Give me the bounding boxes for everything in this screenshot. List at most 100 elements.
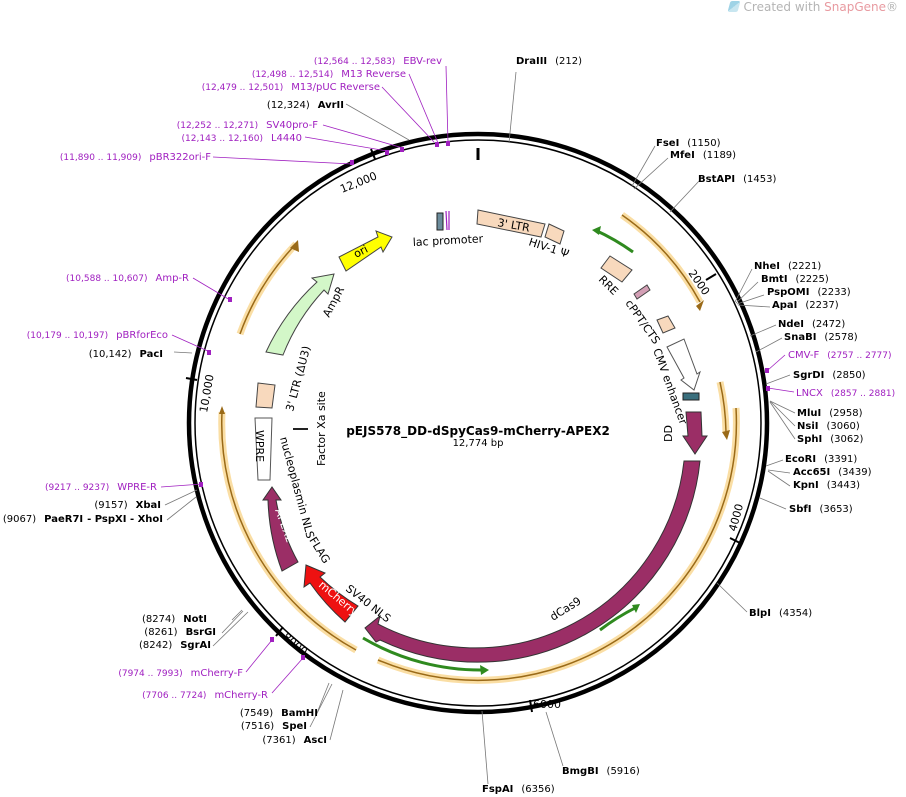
outer-arc-dd-region bbox=[620, 212, 704, 304]
tick-6000 bbox=[529, 699, 533, 713]
primer-wpre-r: (9217 .. 9237)WPRE-R bbox=[45, 482, 157, 493]
tick-12000 bbox=[370, 148, 376, 160]
green-arc-top bbox=[594, 228, 634, 254]
site-paer7i: (9067)PaeR7I- PspXI - XhoI bbox=[3, 514, 163, 525]
arc-arrowhead-1 bbox=[696, 300, 704, 311]
feature-rre: RRE bbox=[596, 255, 633, 298]
feature-dcas9: dCas9 bbox=[364, 460, 701, 663]
inner-green-arcs bbox=[362, 226, 640, 675]
site-acc65i: Acc65I(3439) bbox=[793, 467, 872, 478]
feature-flag-label: FLAG bbox=[306, 535, 332, 566]
site-kpni: KpnI(3443) bbox=[793, 480, 860, 491]
feature-ori: ori bbox=[338, 230, 393, 272]
watermark-prefix: Created with bbox=[743, 0, 825, 14]
primer-l4440: (12,143 .. 12,160)L4440 bbox=[182, 133, 302, 144]
primer-mcherry-f: (7974 .. 7993)mCherry-F bbox=[118, 668, 243, 679]
site-ndei: NdeI(2472) bbox=[778, 319, 845, 330]
feature-factor-xa: Factor Xa site bbox=[293, 391, 328, 466]
site-nsii: NsiI(3060) bbox=[797, 421, 860, 432]
feature-apex2: APEX2 bbox=[262, 486, 299, 572]
label-cppt: cPPT/CTS bbox=[623, 297, 663, 346]
green-arrowhead-bottom bbox=[480, 665, 489, 675]
label-dd: DD bbox=[662, 425, 675, 442]
tick-10000 bbox=[185, 377, 198, 381]
site-bamhi: (7549)BamHI bbox=[240, 708, 318, 719]
feature-small-box bbox=[656, 315, 676, 334]
site-sgrai: (8242)SgrAI bbox=[139, 640, 211, 651]
watermark-suffix: ® bbox=[886, 0, 898, 14]
backbone-outer-strand bbox=[186, 131, 770, 715]
primer-marks bbox=[199, 141, 770, 660]
site-pspomi: PspOMI(2233) bbox=[767, 287, 851, 298]
site-bmti: BmtI(2225) bbox=[761, 274, 829, 285]
site-nhei: NheI(2221) bbox=[754, 261, 821, 272]
label-factor-xa: Factor Xa site bbox=[315, 391, 328, 466]
label-flag: FLAG bbox=[306, 535, 332, 566]
label-dcas9: dCas9 bbox=[548, 594, 584, 623]
feature-ampr: AmpR bbox=[265, 273, 347, 356]
site-fsei: FseI(1150) bbox=[656, 138, 721, 149]
site-noti: (8274)NotI bbox=[142, 614, 207, 625]
plasmid-length: 12,774 bp bbox=[453, 438, 504, 449]
site-bstapi: BstAPI(1453) bbox=[698, 174, 777, 185]
site-bmgbi: BmgBI(5916) bbox=[562, 766, 640, 777]
primer-sv40pro-f: (12,252 .. 12,271)SV40pro-F bbox=[177, 120, 319, 131]
feature-3-ltr: 3' LTR bbox=[476, 209, 546, 238]
site-sbfi: SbfI(3653) bbox=[789, 504, 853, 515]
label-3-ltr: 3' LTR bbox=[496, 216, 531, 235]
feature-wpre: WPRE bbox=[253, 417, 273, 481]
outer-arc-dd-cas9-left bbox=[716, 381, 730, 433]
site-blpi: BlpI(4354) bbox=[749, 608, 812, 619]
site-fspai: FspAI(6356) bbox=[482, 784, 555, 795]
leader-lines bbox=[164, 71, 796, 785]
tick-label-10000: 10,000 bbox=[197, 373, 216, 413]
green-arrowhead-right bbox=[632, 604, 640, 613]
arc-arrowhead-4 bbox=[219, 406, 225, 414]
tick-4000 bbox=[729, 537, 741, 544]
tick-2000 bbox=[705, 273, 717, 281]
site-sphi: SphI(3062) bbox=[797, 434, 864, 445]
primer-pbr322ori-f: (11,890 .. 11,909)pBR322ori-F bbox=[60, 152, 211, 163]
outer-arc-apex-region bbox=[218, 411, 358, 654]
green-arc-bottom bbox=[362, 636, 486, 672]
site-ecori: EcoRI(3391) bbox=[785, 454, 857, 465]
site-bsrgi: (8261)BsrGI bbox=[144, 627, 216, 638]
site-asci: (7361)AscI bbox=[262, 735, 327, 746]
site-snabi: SnaBI(2578) bbox=[784, 332, 858, 343]
outer-feature-arcs bbox=[218, 212, 740, 684]
primer-ebv-rev: (12,564 .. 12,583)EBV-rev bbox=[314, 56, 442, 67]
primer-pbrforeco: (10,179 .. 10,197)pBRforEco bbox=[27, 330, 168, 341]
primer-labels: (12,564 .. 12,583)EBV-rev (12,498 .. 12,… bbox=[27, 56, 895, 701]
site-draiii: DraIII(212) bbox=[516, 56, 582, 67]
primer-mcherry-r: (7706 .. 7724)mCherry-R bbox=[142, 690, 268, 701]
watermark-brand: SnapGene bbox=[824, 0, 886, 14]
site-xbai: (9157)XbaI bbox=[94, 500, 161, 511]
label-wpre: WPRE bbox=[253, 430, 266, 462]
backbone-inner-strand bbox=[194, 139, 762, 707]
restriction-site-labels: DraIII(212) FseI(1150) MfeI(1189) BstAPI… bbox=[3, 56, 872, 795]
site-sgrdi: SgrDI(2850) bbox=[793, 370, 866, 381]
outer-arc-ampr-region bbox=[236, 241, 299, 336]
label-ori: ori bbox=[351, 243, 370, 261]
primer-m13-puc-reverse: (12,479 .. 12,501)M13/pUC Reverse bbox=[202, 82, 380, 93]
label-lac-promoter: lac promoter bbox=[412, 232, 483, 249]
primer-cmv-f: CMV-F(2757 .. 2777) bbox=[788, 350, 892, 361]
primer-amp-r: (10,588 .. 10,607)Amp-R bbox=[66, 273, 189, 284]
site-mlui: MluI(2958) bbox=[797, 408, 863, 419]
primer-leader-lines bbox=[160, 65, 795, 694]
feature-lac-promoter: lac promoter bbox=[412, 210, 484, 249]
label-3-ltr-du3: 3' LTR (ΔU3) bbox=[283, 345, 313, 413]
site-mfei: MfeI(1189) bbox=[670, 150, 736, 161]
tick-label-6000: 6000 bbox=[533, 698, 561, 711]
snapgene-watermark: Created with SnapGene® bbox=[727, 0, 898, 14]
tick-label-4000: 4000 bbox=[726, 502, 746, 532]
site-apai: ApaI(2237) bbox=[772, 300, 839, 311]
tick-8000 bbox=[275, 626, 284, 637]
feature-dd: DD bbox=[662, 411, 708, 455]
outer-arc-dcas9-region bbox=[376, 407, 740, 684]
primer-lncx: LNCX(2857 .. 2881) bbox=[796, 388, 895, 399]
plasmid-name: pEJS578_DD-dSpyCas9-mCherry-APEX2 bbox=[346, 424, 610, 439]
site-avrii: (12,324)AvrII bbox=[267, 100, 344, 111]
site-paci: (10,142)PacI bbox=[89, 349, 163, 360]
